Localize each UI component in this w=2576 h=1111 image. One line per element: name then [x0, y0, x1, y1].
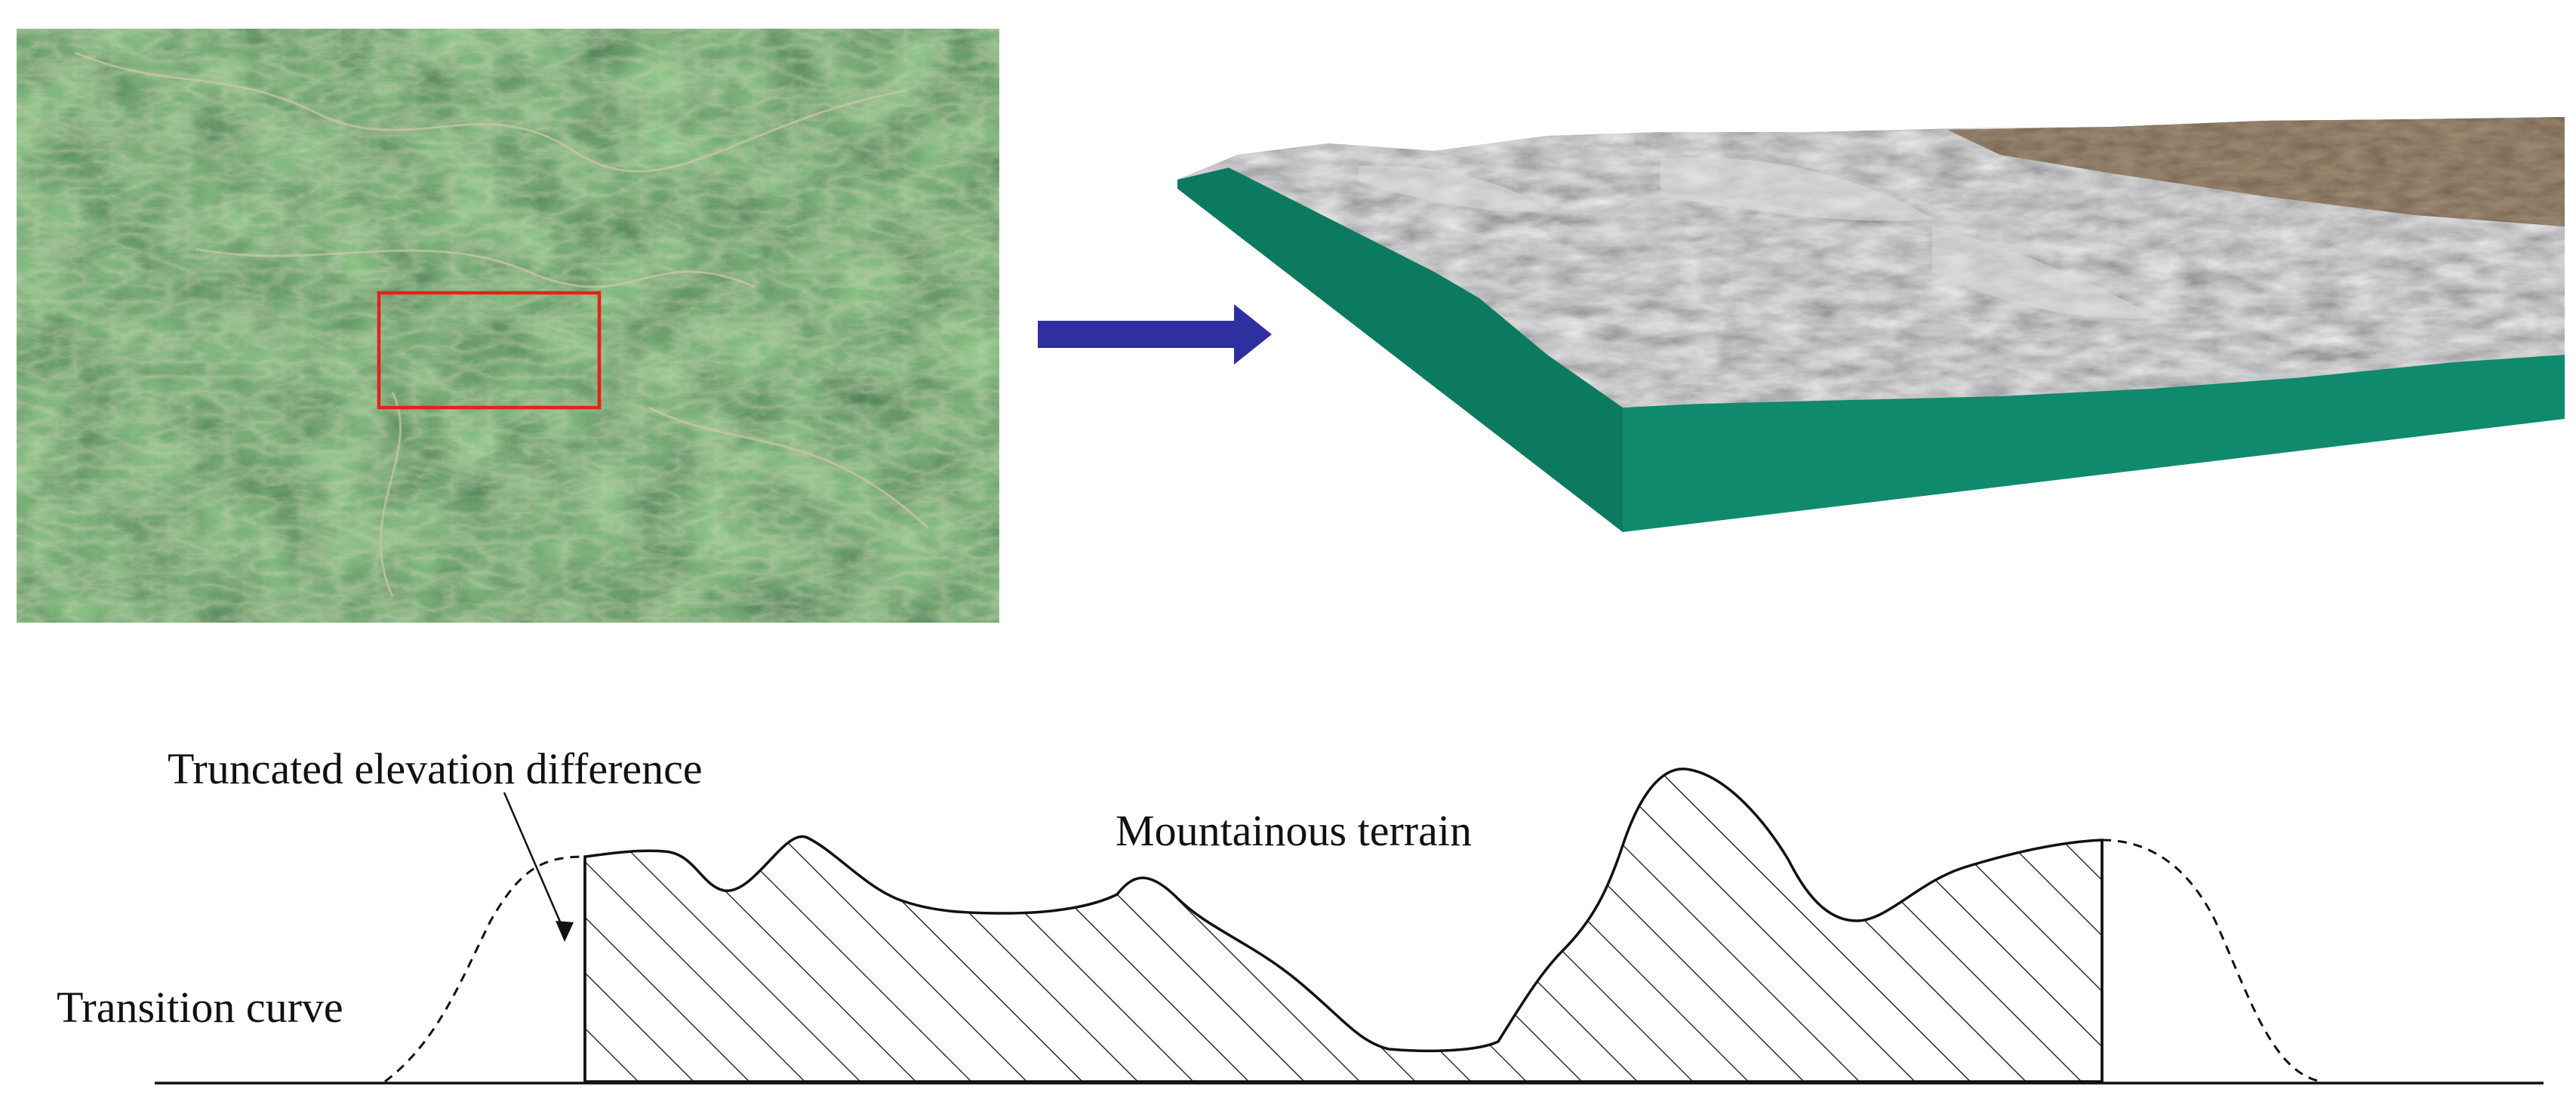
satellite-river-4 — [648, 406, 930, 530]
mountainous-terrain-shape — [583, 767, 2104, 1083]
satellite-river-lines — [75, 51, 930, 597]
terrain-brown-texture — [1947, 117, 2565, 226]
terrain-light-patch-1 — [1660, 157, 1932, 221]
terrain-block-left-face — [1177, 168, 1623, 532]
satellite-image-ridges — [17, 29, 999, 623]
left-transition-curve — [384, 855, 586, 1083]
satellite-river-2 — [195, 248, 756, 288]
terrain-rock-texture — [1177, 117, 2565, 408]
arrow-shape — [1038, 304, 1272, 365]
annotation-arrow-line — [503, 792, 566, 933]
terrain-light-patch-2 — [1932, 226, 2159, 319]
terrain-3d-block — [1177, 117, 2565, 532]
mountainous-terrain-label: Mountainous terrain — [1116, 806, 1472, 855]
terrain-light-patches — [1359, 157, 2159, 319]
satellite-image — [17, 29, 999, 623]
right-arrow-icon — [1038, 304, 1272, 365]
right-transition-curve — [2101, 839, 2322, 1083]
satellite-river-3 — [380, 392, 402, 597]
terrain-light-patch-3 — [1359, 165, 1547, 212]
satellite-river-1 — [75, 51, 906, 173]
cross-section-diagram — [155, 767, 2544, 1085]
truncated-elevation-label: Truncated elevation difference — [168, 744, 703, 793]
annotation-arrow-head — [556, 921, 574, 942]
transition-curve-label: Transition curve — [57, 983, 343, 1032]
highlight-region-box — [377, 291, 602, 410]
